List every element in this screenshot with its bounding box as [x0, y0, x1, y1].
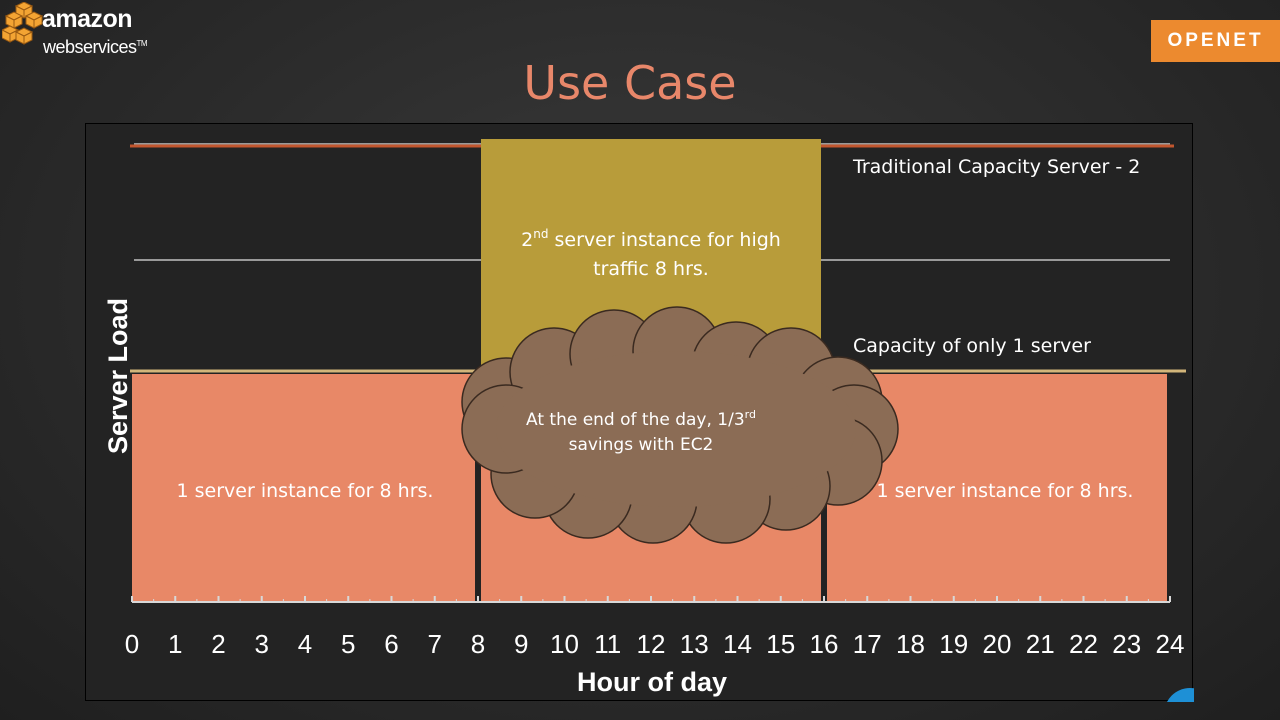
openet-logo: OPENET [1151, 20, 1280, 62]
savings-cloud [461, 306, 899, 544]
x-tick-label: 10 [550, 629, 579, 659]
aws-boxes-icon [2, 2, 44, 45]
x-tick-label: 9 [514, 629, 528, 659]
single-server-block [132, 374, 475, 602]
x-tick-label: 8 [471, 629, 485, 659]
x-tick-label: 3 [255, 629, 269, 659]
x-tick-label: 20 [983, 629, 1012, 659]
server-load-chart: 1 server instance for 8 hrs. 1 server ins… [103, 139, 1194, 702]
aws-logo-text: amazon [42, 5, 133, 33]
slide-title: Use Case [523, 56, 737, 110]
x-tick-label: 22 [1069, 629, 1098, 659]
aws-trademark: TM [136, 39, 148, 48]
chart-frame: 1 server instance for 8 hrs. 1 server ins… [85, 123, 1194, 702]
x-tick-label: 16 [810, 629, 839, 659]
y-axis-title: Server Load [103, 298, 133, 454]
segment-label-morning: 1 server instance for 8 hrs. [177, 480, 434, 502]
savings-callout-sup: rd [745, 408, 756, 421]
x-tick-label: 19 [939, 629, 968, 659]
x-tick-label: 24 [1156, 629, 1185, 659]
second-server-label: 2nd server instance for high traffic 8 hr… [521, 227, 781, 280]
x-tick-label: 14 [723, 629, 752, 659]
savings-callout-text: At the end of the day, 1/3rd savings with… [526, 408, 756, 455]
savings-callout-line1: At the end of the day, 1/3 [526, 410, 745, 430]
x-tick-label: 13 [680, 629, 709, 659]
cloud-body [496, 351, 856, 507]
x-tick-label: 0 [125, 629, 139, 659]
x-tick-label: 21 [1026, 629, 1055, 659]
second-server-label-line2: traffic 8 hrs. [593, 258, 709, 280]
x-tick-label: 1 [168, 629, 182, 659]
one-server-capacity-label: Capacity of only 1 server [853, 335, 1091, 357]
x-tick-label: 23 [1112, 629, 1141, 659]
x-tick-label: 5 [341, 629, 355, 659]
x-tick-label: 15 [766, 629, 795, 659]
x-tick-label: 11 [594, 629, 621, 659]
x-tick-label: 2 [211, 629, 225, 659]
second-server-label-sup: nd [533, 227, 548, 241]
traditional-capacity-label: Traditional Capacity Server - 2 [852, 156, 1140, 178]
x-tick-label: 18 [896, 629, 925, 659]
second-server-label-line1: server instance for high [548, 229, 780, 251]
segment-label-evening: 1 server instance for 8 hrs. [877, 480, 1134, 502]
corner-blue-decoration [1166, 688, 1194, 702]
x-tick-label: 17 [853, 629, 882, 659]
savings-callout-line2: savings with EC2 [569, 435, 714, 455]
x-tick-label: 12 [637, 629, 666, 659]
second-server-label-prefix: 2 [521, 229, 533, 251]
aws-logo-subtext-label: webservices [43, 37, 137, 57]
x-tick-label: 6 [384, 629, 398, 659]
aws-logo-subtext: webservicesTM [43, 34, 148, 57]
x-tick-label: 4 [298, 629, 312, 659]
x-axis-title: Hour of day [577, 667, 727, 697]
x-tick-label: 7 [428, 629, 442, 659]
